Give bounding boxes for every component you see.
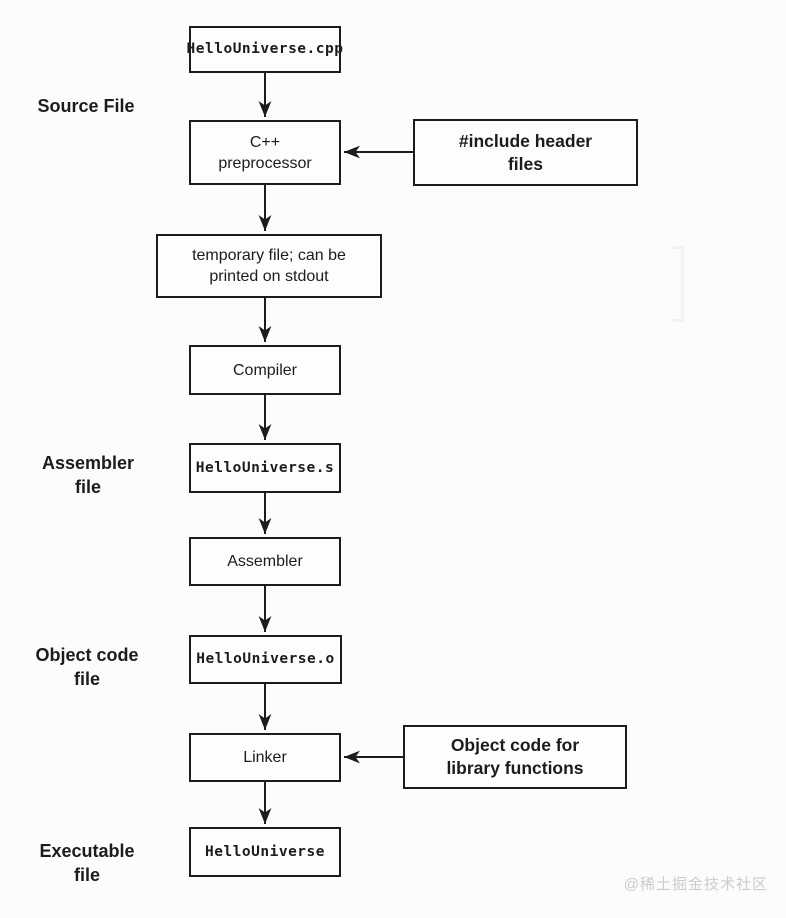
node-assembler-file: HelloUniverse.s: [189, 443, 341, 493]
faint-bracket-artifact: [671, 246, 684, 322]
node-preprocessor: C++ preprocessor: [189, 120, 341, 185]
node-compiler: Compiler: [189, 345, 341, 395]
stage-label-source-file: Source File: [37, 96, 135, 116]
node-assembler: Assembler: [189, 537, 341, 586]
node-linker: Linker: [189, 733, 341, 782]
watermark-text: @稀土掘金技术社区: [623, 876, 768, 893]
node-include-headers: #include header files: [413, 119, 638, 186]
node-library-objects: Object code for library functions: [403, 725, 627, 789]
stage-label-assembler-file: Assembler file: [41, 453, 135, 497]
stage-label-executable-file: Executable file: [39, 841, 135, 885]
node-object-file: HelloUniverse.o: [189, 635, 342, 684]
node-source-file: HelloUniverse.cpp: [187, 26, 343, 73]
node-executable: HelloUniverse: [189, 827, 341, 877]
node-temp-file: temporary file; can be printed on stdout: [156, 234, 382, 298]
stage-label-object-code-file: Object code file: [35, 645, 139, 689]
